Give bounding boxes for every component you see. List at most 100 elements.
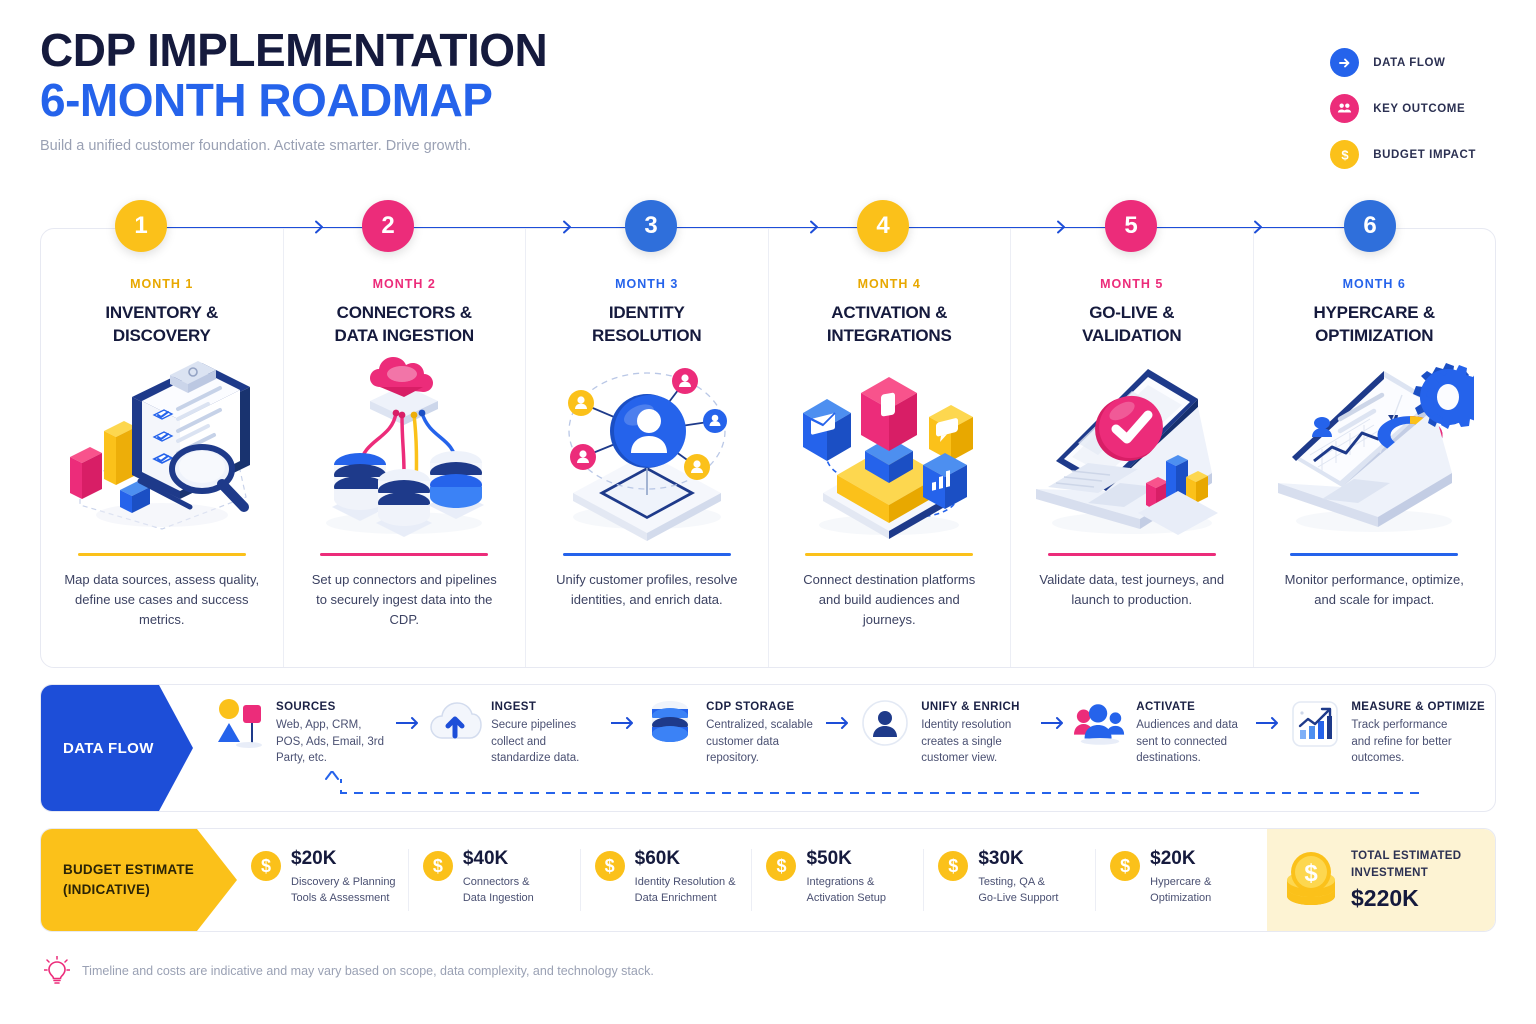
cloud-databases-illustration xyxy=(300,352,510,547)
flow-step-activate[interactable]: ACTIVATE Audiences and data sent to conn… xyxy=(1073,697,1250,767)
budget-caption: Testing, QA & Go-Live Support xyxy=(978,875,1059,905)
month-card-5[interactable]: MONTH 5 GO-LIVE & VALIDATION xyxy=(1011,229,1254,667)
feedback-loop-arrow-icon xyxy=(331,777,1419,797)
month-kicker-3: MONTH 3 xyxy=(615,277,679,291)
flow-arrow-icon xyxy=(390,716,428,735)
flow-step-cdp-storage[interactable]: CDP STORAGE Centralized, scalable custom… xyxy=(643,697,820,767)
arrow-right-icon xyxy=(1330,48,1360,77)
flow-title-ingest: INGEST xyxy=(491,701,537,713)
month-card-2[interactable]: MONTH 2 CONNECTORS & DATA INGESTION xyxy=(284,229,526,667)
data-flow-tag: DATA FLOW xyxy=(41,685,193,811)
legend-label-budget-impact: BUDGET IMPACT xyxy=(1373,148,1476,161)
page-title-line1: CDP IMPLEMENTATION xyxy=(40,24,548,76)
bubble-number: 4 xyxy=(876,212,890,239)
legend-label-key-outcome: KEY OUTCOME xyxy=(1373,102,1466,115)
flow-desc-activate: Audiences and data sent to connected des… xyxy=(1136,719,1238,765)
month-card-3[interactable]: MONTH 3 IDENTITY RESOLUTION xyxy=(526,229,769,667)
month-kicker-6: MONTH 6 xyxy=(1342,277,1406,291)
svg-text:$: $ xyxy=(1304,860,1318,887)
flow-arrow-icon xyxy=(1035,716,1073,735)
budget-item[interactable]: $ $40K Connectors & Data Ingestion xyxy=(409,848,581,911)
month-title-5: GO-LIVE & VALIDATION xyxy=(1082,303,1182,346)
timeline-bubble-5[interactable]: 5 xyxy=(1105,200,1157,252)
timeline-chevron xyxy=(806,218,824,241)
month-card-6[interactable]: MONTH 6 HYPERCARE & OPTIMIZATION xyxy=(1254,229,1496,667)
timeline-bubble-1[interactable]: 1 xyxy=(115,200,167,252)
timeline-bubble-6[interactable]: 6 xyxy=(1344,200,1396,252)
timeline-chevron xyxy=(1053,218,1071,241)
dollar-icon: $ xyxy=(1330,140,1360,169)
page-title-line2: 6-MONTH ROADMAP xyxy=(40,73,493,126)
timeline-bubble-3[interactable]: 3 xyxy=(625,200,677,252)
legend-label-data-flow: DATA FLOW xyxy=(1373,56,1446,69)
timeline-chevron xyxy=(1250,218,1268,241)
budget-item[interactable]: $ $20K Hypercare & Optimization xyxy=(1096,848,1267,911)
card-divider-3 xyxy=(562,552,731,556)
bubble-number: 2 xyxy=(381,212,395,239)
flow-title-sources: SOURCES xyxy=(276,701,336,713)
flow-step-ingest[interactable]: INGEST Secure pipelines collect and stan… xyxy=(428,697,605,767)
database-icon xyxy=(643,697,697,751)
clipboard-magnifier-chart-illustration xyxy=(57,352,267,547)
dollar-icon: $ xyxy=(938,851,969,881)
month-kicker-1: MONTH 1 xyxy=(130,277,194,291)
month-title-4: ACTIVATION & INTEGRATIONS xyxy=(826,303,952,346)
flow-step-measure-optimize[interactable]: MEASURE & OPTIMIZE Track performance and… xyxy=(1288,697,1485,767)
budget-amount: $20K xyxy=(1150,848,1196,869)
flow-step-unify-enrich[interactable]: UNIFY & ENRICH Identity resolution creat… xyxy=(858,697,1035,767)
timeline-bubble-4[interactable]: 4 xyxy=(857,200,909,252)
shapes-sources-icon xyxy=(213,697,267,751)
budget-total[interactable]: $ TOTAL ESTIMATED INVESTMENT $220K xyxy=(1267,829,1495,931)
budget-item[interactable]: $ $20K Discovery & Planning Tools & Asse… xyxy=(237,848,409,911)
footer-note-text: Timeline and costs are indicative and ma… xyxy=(82,964,654,978)
month-desc-2: Set up connectors and pipelines to secur… xyxy=(311,571,497,628)
data-flow-band: DATA FLOW SOURCES Web, App, CRM, POS, Ad… xyxy=(40,684,1496,812)
month-desc-6: Monitor performance, optimize, and scale… xyxy=(1284,571,1464,608)
flow-title-measure-optimize: MEASURE & OPTIMIZE xyxy=(1351,701,1486,713)
flow-arrow-icon xyxy=(605,716,643,735)
budget-caption: Hypercare & Optimization xyxy=(1150,875,1212,905)
identity-network-illustration xyxy=(542,352,752,547)
budget-total-label: TOTAL ESTIMATED INVESTMENT xyxy=(1351,850,1462,879)
bubble-number: 6 xyxy=(1363,212,1377,239)
budget-amount: $60K xyxy=(634,848,681,869)
month-title-1: INVENTORY & DISCOVERY xyxy=(105,303,219,346)
timeline-chevron xyxy=(559,218,577,241)
month-card-1[interactable]: MONTH 1 INVENTORY & DISCOVERY xyxy=(41,229,284,667)
budget-caption: Identity Resolution & Data Enrichment xyxy=(634,875,736,905)
flow-arrow-icon xyxy=(820,716,858,735)
bubble-number: 5 xyxy=(1124,212,1138,239)
page-subtitle: Build a unified customer foundation. Act… xyxy=(40,138,472,155)
budget-amount: $40K xyxy=(462,848,509,869)
roadmap-board: MONTH 1 INVENTORY & DISCOVERY xyxy=(40,228,1496,668)
budget-caption: Integrations & Activation Setup xyxy=(806,875,886,905)
month-card-4[interactable]: MONTH 4 ACTIVATION & INTEGRATIONS xyxy=(769,229,1011,667)
bubble-number: 3 xyxy=(644,212,658,239)
timeline-bubble-2[interactable]: 2 xyxy=(362,200,414,252)
budget-caption: Discovery & Planning Tools & Assessment xyxy=(291,875,396,905)
card-divider-4 xyxy=(805,552,974,556)
dollar-icon: $ xyxy=(1110,851,1141,881)
budget-tag: BUDGET ESTIMATE (INDICATIVE) xyxy=(41,829,237,931)
flow-step-sources[interactable]: SOURCES Web, App, CRM, POS, Ads, Email, … xyxy=(213,697,390,767)
flow-desc-unify-enrich: Identity resolution creates a single cus… xyxy=(921,719,1012,765)
channel-cubes-illustration xyxy=(785,352,995,547)
budget-item[interactable]: $ $30K Testing, QA & Go-Live Support xyxy=(924,848,1097,911)
dollar-icon: $ xyxy=(594,851,625,881)
budget-amount: $20K xyxy=(291,848,337,869)
month-desc-4: Connect destination platforms and build … xyxy=(803,571,976,628)
people-icon xyxy=(1330,94,1360,123)
data-flow-tag-label: DATA FLOW xyxy=(63,739,154,757)
dashboard-gear-illustration xyxy=(1270,352,1480,547)
card-divider-6 xyxy=(1290,552,1459,556)
dollar-icon: $ xyxy=(766,851,797,881)
footer-note: Timeline and costs are indicative and ma… xyxy=(44,956,654,986)
budget-item[interactable]: $ $60K Identity Resolution & Data Enrich… xyxy=(581,848,753,911)
legend-item-key-outcome: KEY OUTCOME xyxy=(1330,94,1476,123)
flow-desc-sources: Web, App, CRM, POS, Ads, Email, 3rd Part… xyxy=(276,719,385,765)
flow-desc-ingest: Secure pipelines collect and standardize… xyxy=(491,719,580,765)
lightbulb-icon xyxy=(44,956,70,984)
timeline-chevron xyxy=(311,218,329,241)
month-kicker-5: MONTH 5 xyxy=(1100,277,1164,291)
budget-item[interactable]: $ $50K Integrations & Activation Setup xyxy=(752,848,925,911)
